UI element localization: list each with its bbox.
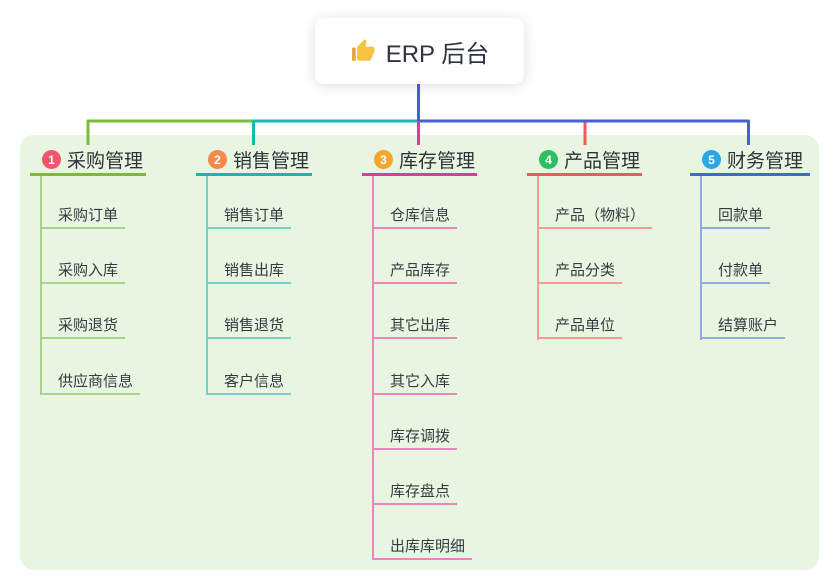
- child-node[interactable]: 其它入库: [372, 371, 458, 395]
- branch-finance: 5 财务管理 回款单 付款单 结算账户: [690, 146, 810, 340]
- child-node[interactable]: 产品（物料）: [537, 205, 653, 229]
- root-node[interactable]: ERP 后台: [315, 18, 524, 84]
- child-node[interactable]: 结算账户: [700, 315, 786, 339]
- branch-inventory-title[interactable]: 3 库存管理: [362, 146, 477, 176]
- branch-inventory: 3 库存管理 仓库信息 产品库存 其它出库 其它入库 库存调拨 库存盘点 出库库…: [362, 146, 477, 560]
- branch-connector-line: [206, 176, 208, 395]
- branch-finance-title[interactable]: 5 财务管理: [690, 146, 810, 176]
- mindmap-panel: [20, 135, 819, 570]
- child-node[interactable]: 采购入库: [40, 260, 126, 284]
- branch-connector-line: [372, 176, 374, 560]
- branch-product: 4 产品管理 产品（物料） 产品分类 产品单位: [527, 146, 653, 340]
- branch-title-label: 采购管理: [67, 151, 144, 172]
- root-node-label: ERP 后台: [385, 40, 490, 68]
- child-node[interactable]: 出库库明细: [372, 536, 473, 560]
- child-node[interactable]: 客户信息: [206, 371, 292, 395]
- child-node[interactable]: 销售订单: [206, 205, 292, 229]
- branch-number-badge: 3: [374, 150, 393, 169]
- branch-connector-line: [40, 176, 42, 395]
- branch-purchase-title[interactable]: 1 采购管理: [30, 146, 146, 176]
- branch-number-badge: 5: [702, 150, 721, 169]
- branch-product-title[interactable]: 4 产品管理: [527, 146, 642, 176]
- branch-purchase: 1 采购管理 采购订单 采购入库 采购退货 供应商信息: [30, 146, 146, 395]
- child-node[interactable]: 库存盘点: [372, 481, 458, 505]
- child-node[interactable]: 采购退货: [40, 315, 126, 339]
- branch-number-badge: 1: [42, 150, 61, 169]
- child-node[interactable]: 库存调拨: [372, 426, 458, 450]
- branch-connector-line: [700, 176, 702, 340]
- child-node[interactable]: 产品库存: [372, 260, 458, 284]
- child-node[interactable]: 采购订单: [40, 205, 126, 229]
- branch-sales: 2 销售管理 销售订单 销售出库 销售退货 客户信息: [196, 146, 312, 395]
- child-node[interactable]: 其它出库: [372, 315, 458, 339]
- branch-title-label: 销售管理: [233, 151, 310, 172]
- branch-number-badge: 4: [539, 150, 558, 169]
- child-node[interactable]: 仓库信息: [372, 205, 458, 229]
- thumbs-up-icon: [351, 39, 375, 61]
- child-node[interactable]: 销售退货: [206, 315, 292, 339]
- branch-number-badge: 2: [208, 150, 227, 169]
- branch-title-label: 库存管理: [399, 151, 476, 172]
- child-node[interactable]: 付款单: [700, 260, 771, 284]
- child-node[interactable]: 产品单位: [537, 315, 623, 339]
- branch-title-label: 产品管理: [564, 151, 641, 172]
- child-node[interactable]: 销售出库: [206, 260, 292, 284]
- branch-sales-title[interactable]: 2 销售管理: [196, 146, 312, 176]
- branch-title-label: 财务管理: [727, 151, 804, 172]
- branch-connector-line: [537, 176, 539, 340]
- child-node[interactable]: 回款单: [700, 205, 771, 229]
- child-node[interactable]: 供应商信息: [40, 371, 141, 395]
- child-node[interactable]: 产品分类: [537, 260, 623, 284]
